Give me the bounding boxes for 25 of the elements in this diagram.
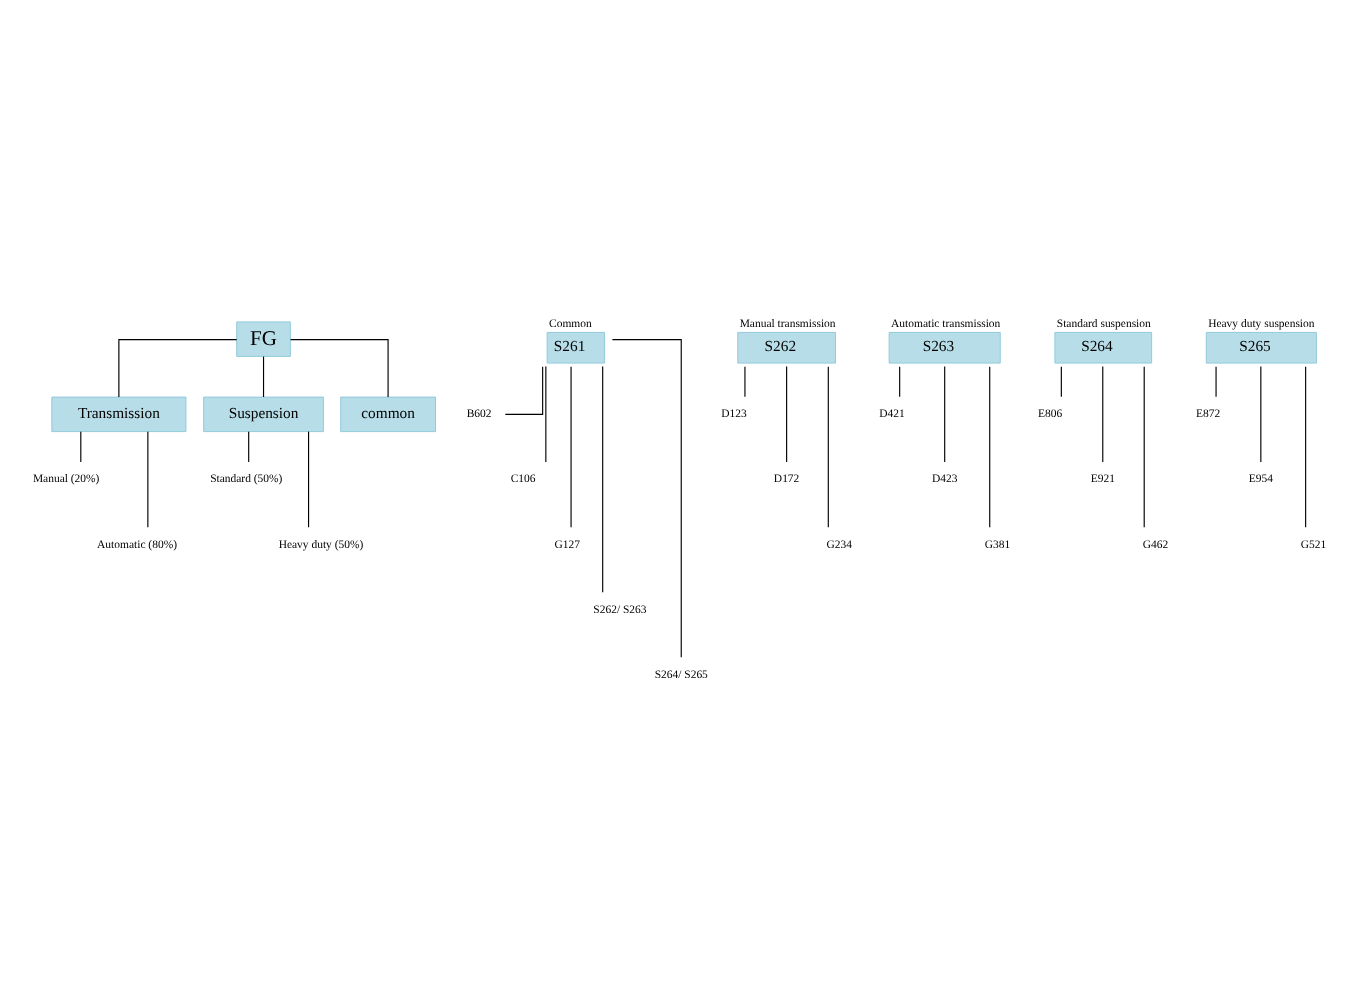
node-box: FG: [236, 321, 291, 357]
connector: [1060, 366, 1062, 398]
connector: [899, 366, 901, 398]
connector: [989, 366, 991, 528]
connector: [290, 339, 389, 398]
connector: [602, 366, 604, 593]
node-box: common: [340, 396, 436, 433]
node-box: Suspension: [203, 396, 324, 433]
connector: [248, 431, 250, 463]
connector: [504, 366, 544, 415]
connector: [80, 431, 82, 463]
connector: [118, 339, 238, 398]
connector: [308, 431, 310, 528]
connector: [1260, 365, 1262, 463]
connector: [827, 366, 829, 528]
connector: [1305, 366, 1307, 528]
connector: [545, 365, 547, 463]
node-box: Transmission: [51, 396, 187, 433]
connector: [147, 431, 149, 528]
connector: [611, 339, 682, 658]
connector: [1143, 366, 1145, 528]
connector: [786, 365, 788, 463]
connector: [1102, 365, 1104, 463]
connector: [944, 365, 946, 463]
connector: [262, 356, 265, 398]
